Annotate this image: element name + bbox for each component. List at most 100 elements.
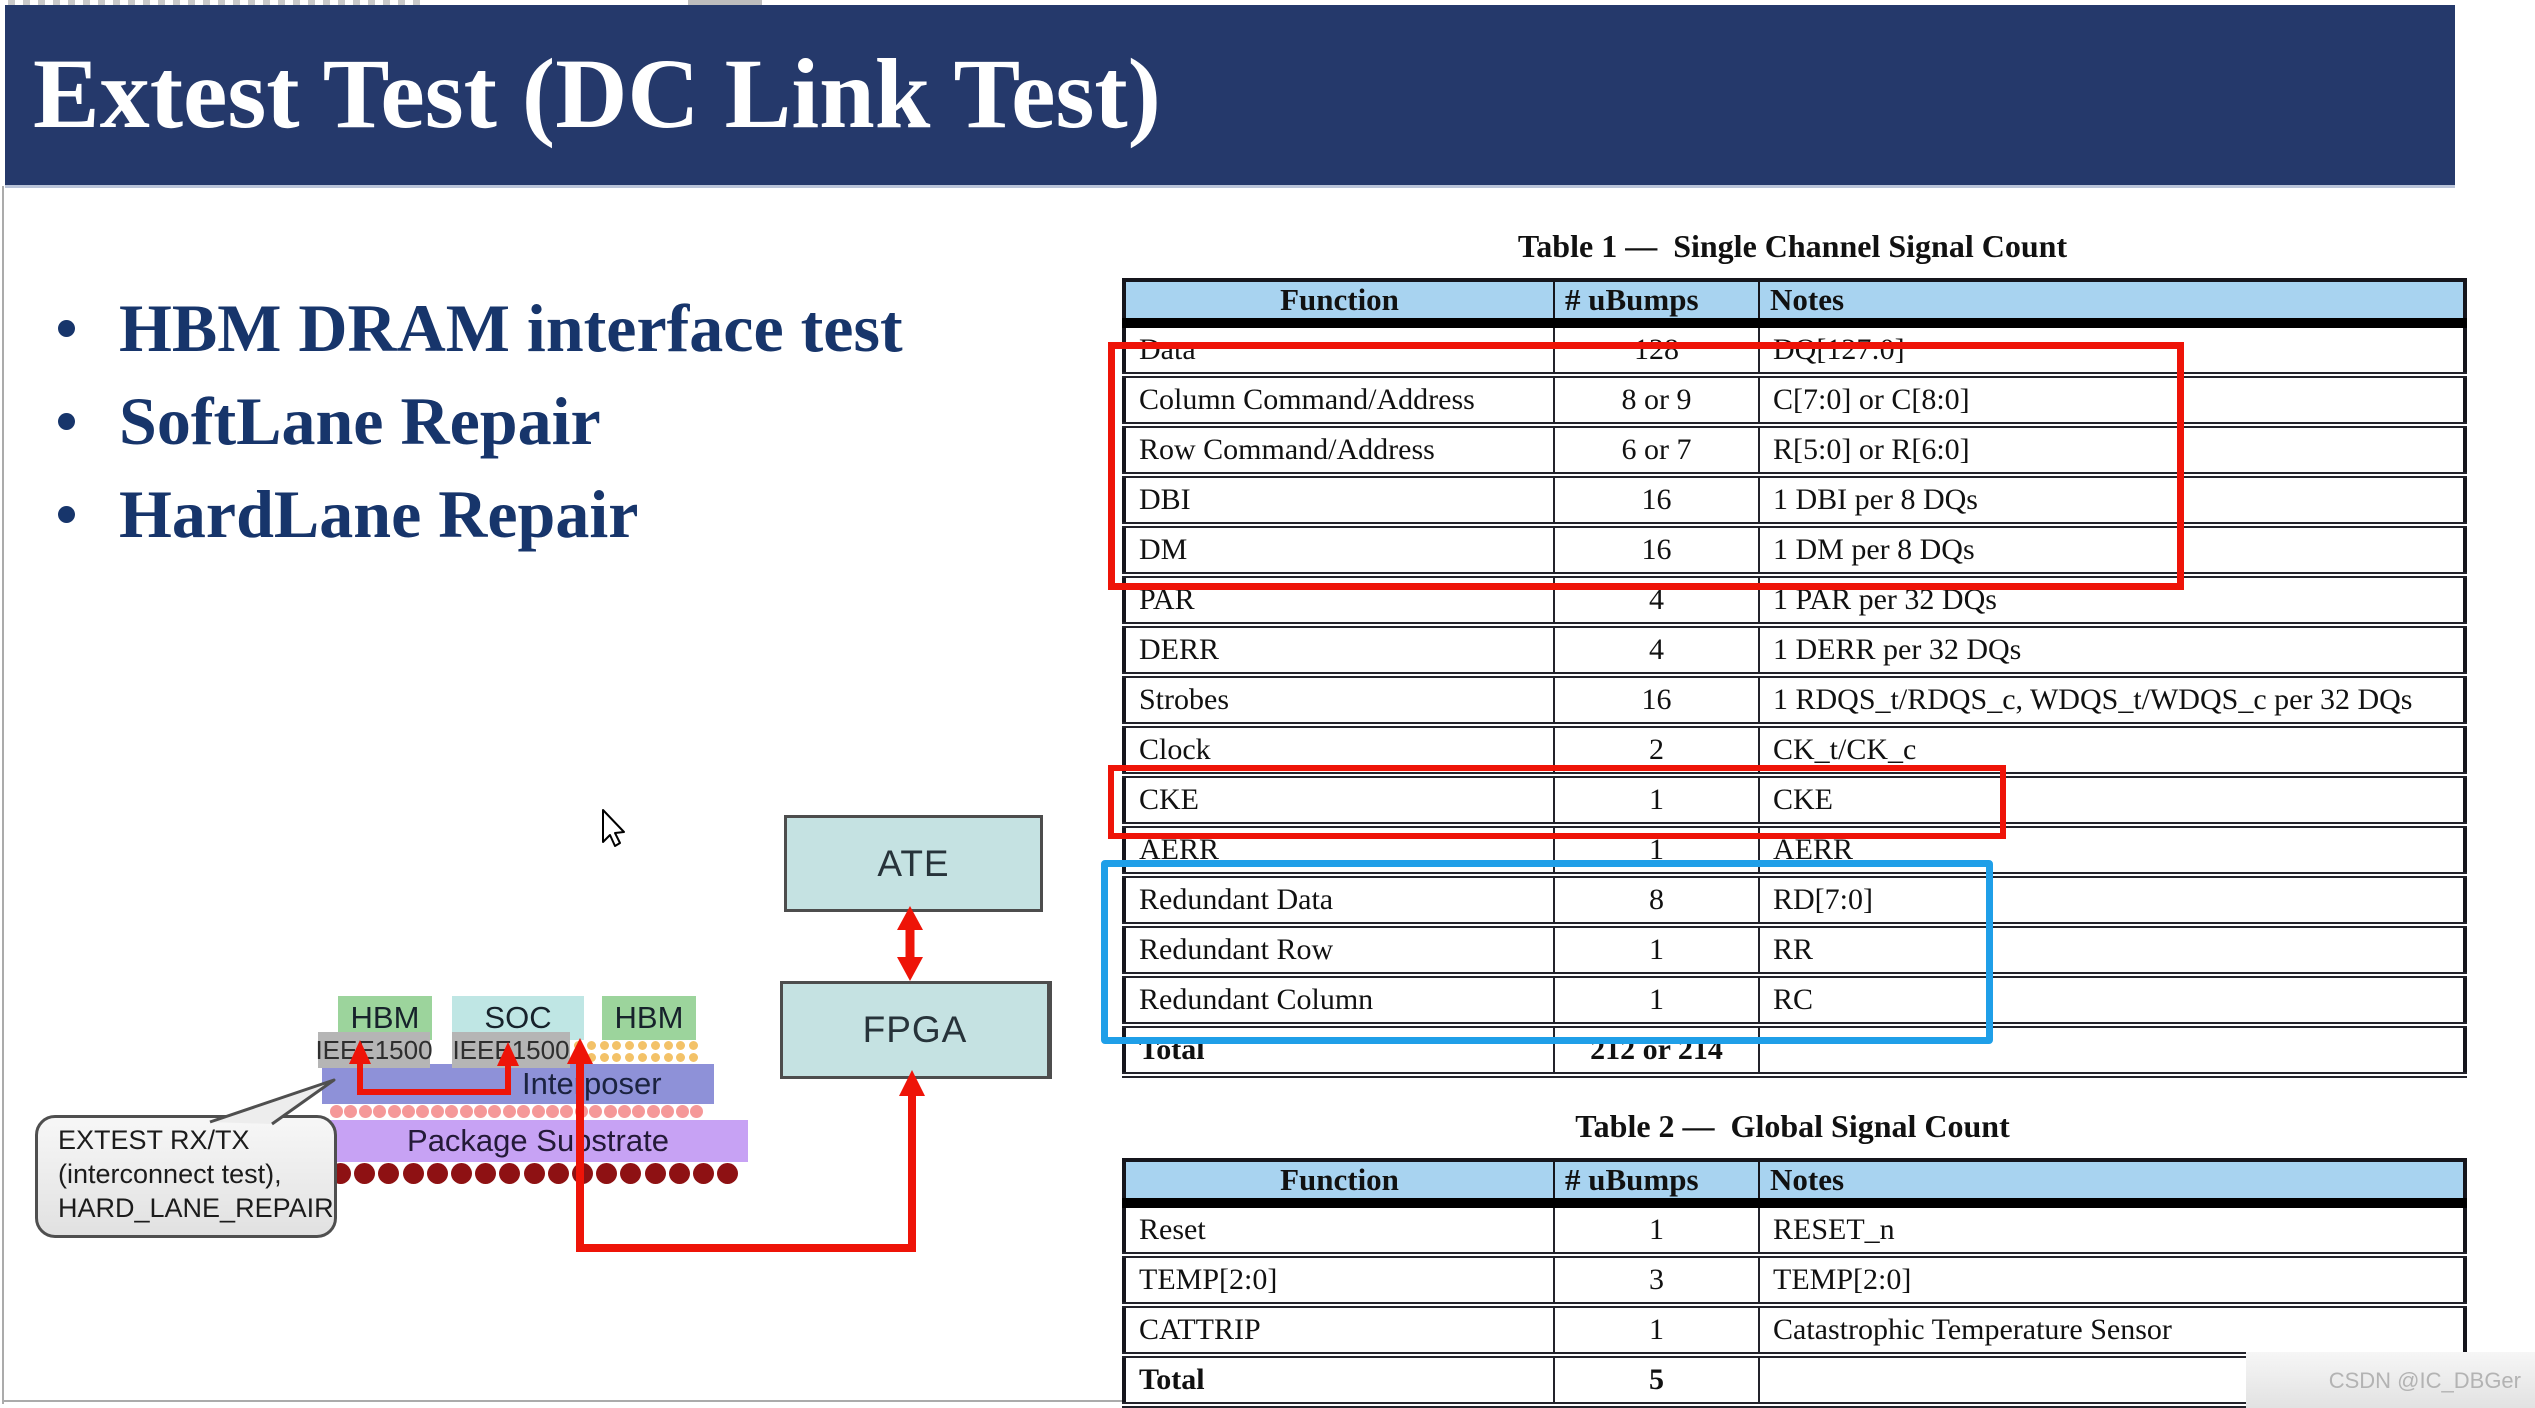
bump-dot	[596, 1163, 618, 1184]
table-cell: 16	[1553, 524, 1760, 578]
bump-dot	[402, 1105, 415, 1118]
bump-dot	[690, 1105, 703, 1118]
ieee1500-left-block: IEEE1500	[315, 1032, 433, 1068]
table-cell: CKE	[1758, 774, 2466, 828]
bump-dot	[416, 1105, 430, 1118]
bump-dot	[599, 1041, 609, 1050]
table-cell: Data	[1123, 322, 1555, 378]
table-cell: Redundant Row	[1123, 924, 1555, 978]
table-cell: 4	[1553, 574, 1760, 628]
bump-dot	[599, 1053, 609, 1062]
table-cell: Total	[1123, 1354, 1555, 1408]
table-cell: 6 or 7	[1553, 424, 1760, 478]
bump-dot	[378, 1163, 400, 1184]
bump-dot	[574, 1105, 588, 1118]
bump-dot	[451, 1163, 472, 1184]
solder-ball-row	[330, 1163, 742, 1187]
table-cell: CATTRIP	[1123, 1304, 1555, 1358]
ieee1500-right-block: IEEE1500	[452, 1032, 570, 1068]
bump-dot	[603, 1105, 617, 1118]
column-header: # uBumps	[1553, 279, 1760, 328]
bump-dot	[474, 1105, 487, 1118]
bump-dot	[586, 1041, 596, 1050]
bullet-icon	[58, 506, 75, 523]
bump-dot	[693, 1163, 714, 1184]
table-cell: AERR	[1123, 824, 1555, 878]
column-header: Function	[1123, 1159, 1555, 1208]
bump-dot	[523, 1163, 545, 1184]
bullet-icon	[58, 413, 75, 430]
table-cell: 16	[1553, 674, 1760, 728]
table-cell	[1758, 1024, 2466, 1078]
bump-dot	[502, 1105, 516, 1118]
bullet-list: HBM DRAM interface test SoftLane Repair …	[48, 282, 1048, 561]
header-bar: Extest Test (DC Link Test)	[5, 5, 2455, 185]
bump-dot	[358, 1105, 372, 1118]
bump-dot	[402, 1163, 424, 1184]
table-cell: Redundant Column	[1123, 974, 1555, 1028]
bump-dot	[625, 1041, 635, 1050]
table-cell: 212 or 214	[1553, 1024, 1760, 1078]
table-cell: 1	[1553, 974, 1760, 1028]
table-cell: 16	[1553, 474, 1760, 528]
slide-left-border	[2, 186, 4, 1404]
bump-dot	[620, 1163, 642, 1184]
bump-dot	[574, 1041, 583, 1050]
bump-dot	[589, 1105, 603, 1118]
bump-dot	[650, 1041, 660, 1050]
bump-dot	[330, 1105, 343, 1118]
column-header: # uBumps	[1553, 1159, 1760, 1208]
bump-dot	[650, 1053, 660, 1062]
bump-dot	[625, 1053, 635, 1062]
bump-dot	[638, 1053, 647, 1062]
table-cell: DQ[127:0]	[1758, 322, 2466, 378]
bump-dot	[344, 1105, 358, 1118]
bump-dot	[430, 1105, 444, 1118]
table-cell: Redundant Data	[1123, 874, 1555, 928]
table-cell: Catastrophic Temperature Sensor	[1758, 1304, 2466, 1358]
table-cell: 3	[1553, 1254, 1760, 1308]
bump-dot	[475, 1163, 497, 1184]
bump-dot	[373, 1105, 387, 1118]
arrowhead-down	[897, 957, 923, 981]
bump-dot	[676, 1053, 686, 1062]
bump-dot	[586, 1053, 596, 1062]
callout-line: EXTEST RX/TX	[58, 1125, 250, 1155]
bullet-icon	[58, 320, 75, 337]
bump-dot	[689, 1053, 699, 1062]
bump-dot	[531, 1105, 545, 1118]
bump-dot	[663, 1053, 673, 1062]
ate-box: ATE	[784, 815, 1043, 912]
mouse-cursor	[602, 809, 625, 847]
microbump-array	[574, 1041, 700, 1065]
table-cell: Column Command/Address	[1123, 374, 1555, 428]
package-substrate-bar: Package Substrate	[328, 1120, 748, 1162]
bump-dot	[387, 1105, 401, 1118]
bump-dot	[618, 1105, 631, 1118]
table-cell: 1	[1553, 924, 1760, 978]
bump-dot	[668, 1163, 690, 1184]
bump-dot	[546, 1105, 559, 1118]
callout-bubble: EXTEST RX/TX (interconnect test), HARD_L…	[35, 1115, 337, 1238]
bump-dot	[661, 1105, 675, 1118]
bump-dot	[499, 1163, 521, 1184]
table-cell: Row Command/Address	[1123, 424, 1555, 478]
list-item: HBM DRAM interface test	[48, 282, 1048, 375]
table-cell: 1 DERR per 32 DQs	[1758, 624, 2466, 678]
bump-dot	[644, 1163, 666, 1184]
